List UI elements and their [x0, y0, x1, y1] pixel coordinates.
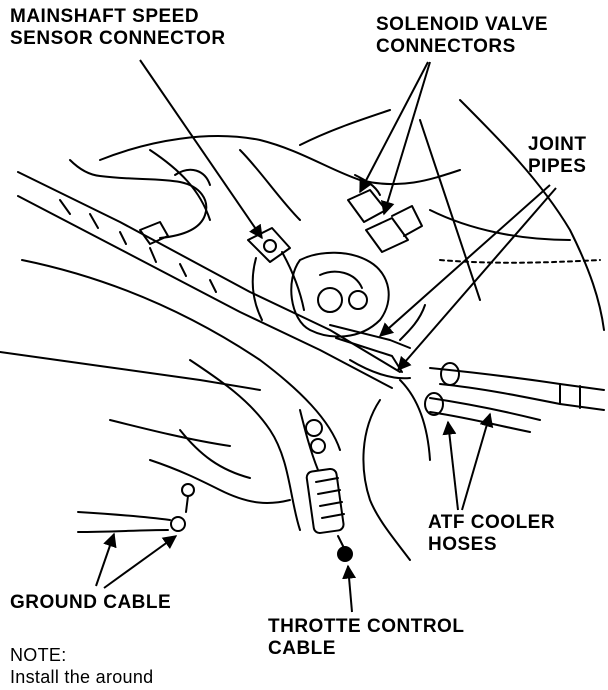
leader-joint-b	[397, 187, 557, 372]
frame-rail-lower	[17, 195, 393, 389]
mainshaft-sensor-connector-shape	[247, 227, 291, 263]
leader-ground-b	[103, 535, 178, 589]
note-block: NOTE: Install the around	[10, 644, 154, 688]
joint-pipe-upper	[329, 324, 411, 349]
leader-atf-a	[442, 420, 459, 511]
label-ground-cable: GROUND CABLE	[10, 592, 172, 613]
leader-mainshaft	[139, 59, 263, 240]
leader-atf-b	[461, 412, 494, 511]
atf-hose-upper	[429, 367, 605, 391]
leader-joint-a	[378, 184, 551, 337]
leader-solenoid-b	[380, 61, 431, 216]
solenoid-connector-b	[365, 217, 409, 253]
leader-throttle	[342, 564, 357, 613]
leader-solenoid-a	[359, 61, 429, 194]
atf-hose-upper-b	[439, 383, 605, 411]
label-throttle-control-cable: THROTTE CONTROL CABLE	[268, 616, 465, 659]
note-text: Install the around	[10, 667, 154, 687]
atf-hose-lower	[429, 397, 541, 421]
label-atf-cooler-hoses: ATF COOLER HOSES	[428, 512, 556, 555]
ground-cable-shape	[77, 511, 171, 521]
label-mainshaft-speed-sensor-connector: MAINSHAFT SPEED SENSOR CONNECTOR	[10, 6, 226, 49]
leader-ground-a	[95, 532, 117, 587]
label-solenoid-valve-connectors: SOLENOID VALVE CONNECTORS	[376, 14, 549, 57]
note-heading: NOTE:	[10, 645, 67, 665]
throttle-cable-shape	[299, 409, 319, 471]
label-joint-pipes: JOINT PIPES	[528, 134, 587, 177]
